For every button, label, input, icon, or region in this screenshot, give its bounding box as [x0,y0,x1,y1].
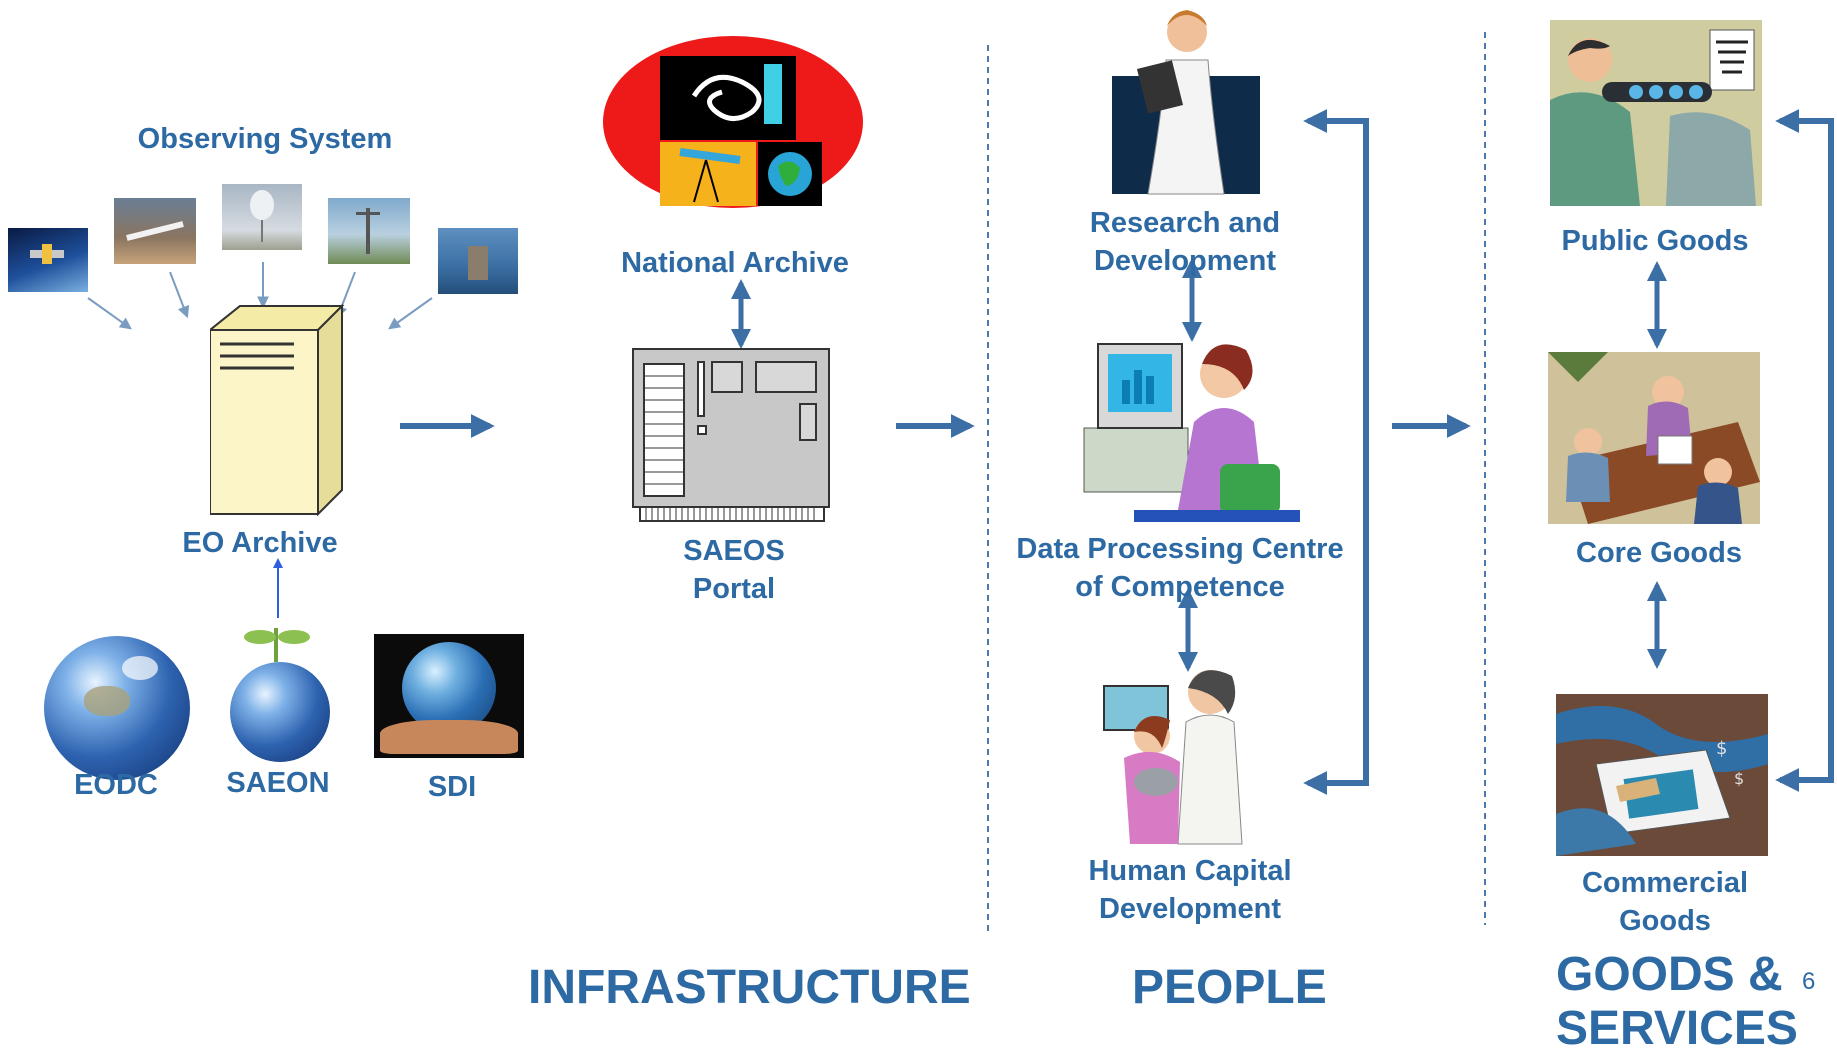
goods-services-heading: GOODS & SERVICES [1556,948,1798,1055]
core-goods-image [1548,352,1760,524]
aircraft-image [114,198,196,264]
computer-worker-icon [1083,343,1300,522]
core-goods-label: Core Goods [1576,537,1742,569]
saeon-label: SAEON [226,767,330,799]
commercial-goods-image: $ $ [1556,694,1768,856]
people-heading: PEOPLE [1132,961,1327,1014]
ocean-buoy-image [438,228,518,294]
obs-arrow [388,297,433,330]
weather-balloon-image [222,184,302,250]
eodc-label: EODC [74,769,158,801]
server-icon [210,303,345,517]
infrastructure-heading: INFRASTRUCTURE [528,961,971,1014]
saeos-portal-label: SAEOS Portal [683,535,785,605]
eo-archive-label: EO Archive [182,527,338,559]
goods-bracket [1788,118,1834,783]
observing-system-label: Observing System [137,123,393,155]
earth-in-hands-image [374,634,524,758]
page-number: 6 [1802,968,1816,995]
people-bracket [1316,118,1369,786]
satellite-image [8,228,88,292]
scientist-icon [1112,10,1260,195]
earth-globe-icon [44,636,190,780]
svg-text:$: $ [1734,769,1744,788]
national-archive-label: National Archive [621,247,849,279]
obs-arrow [169,271,190,319]
teacher-child-icon [1103,670,1243,845]
weather-station-image [328,198,410,264]
human-capital-label: Human Capital Development [1088,855,1292,925]
svg-text:$: $ [1716,738,1727,759]
public-goods-label: Public Goods [1561,225,1749,257]
saeos-portal-icon [632,348,830,522]
public-goods-image [1550,20,1762,206]
obs-arrow [87,297,132,330]
commercial-goods-label: Commercial Goods [1581,867,1748,937]
research-development-label: Research and Development [1089,207,1281,277]
sdi-label: SDI [427,771,477,803]
national-archive-icon [603,36,863,208]
sprouting-earth-icon [230,628,330,778]
data-processing-label: Data Processing Centre of Competence [1016,533,1344,603]
